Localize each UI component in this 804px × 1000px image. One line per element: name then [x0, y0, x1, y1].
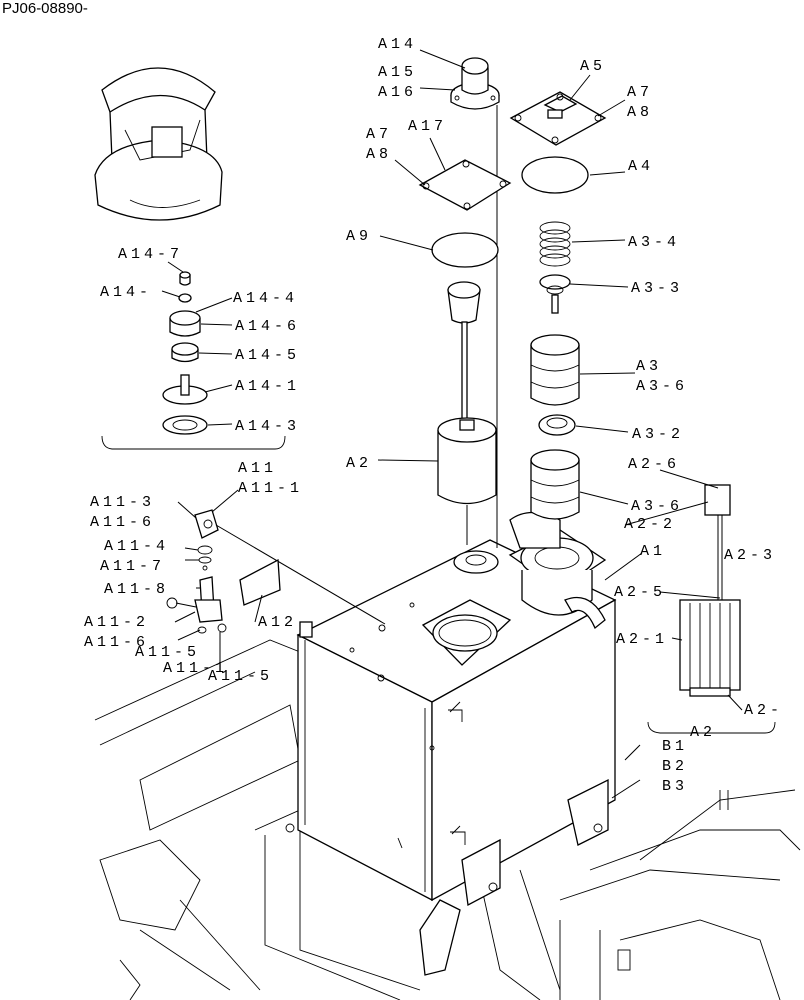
leader-lines [161, 49, 743, 799]
label-a2-bottom: A2- [744, 702, 783, 719]
hydraulic-tank [285, 511, 617, 976]
strainer [437, 281, 497, 545]
cover-plate-right [509, 91, 607, 146]
cover-plate-left [418, 159, 512, 211]
label-a11-5b: A11-5 [208, 668, 273, 685]
label-a1: A1 [640, 543, 666, 560]
label-a7-left: A7 [366, 126, 392, 143]
label-a11-7: A11-7 [100, 558, 165, 575]
label-a2: A2 [346, 455, 372, 472]
label-a14-4: A14-4 [233, 290, 298, 307]
fittings-exploded [166, 509, 386, 634]
label-a16: A16 [378, 84, 417, 101]
label-a14: A14 [378, 36, 417, 53]
label-a11-6b: A11-6 [84, 634, 149, 651]
label-a14-7: A14-7 [118, 246, 183, 263]
o-ring-a9 [431, 232, 499, 268]
label-a2-group: A2 [690, 724, 716, 741]
valve [539, 274, 571, 314]
label-a8-left: A8 [366, 146, 392, 163]
spring [539, 221, 571, 267]
label-a12: A12 [258, 614, 297, 631]
label-a4: A4 [628, 158, 654, 175]
label-a2-2: A2-2 [624, 516, 676, 533]
label-a11-1: A11-1 [238, 480, 303, 497]
label-a11-6: A11-6 [90, 514, 155, 531]
label-a11-2: A11-2 [84, 614, 149, 631]
label-a14-1: A14-1 [235, 378, 300, 395]
label-b3: B3 [662, 778, 688, 795]
label-b2: B2 [662, 758, 688, 775]
label-a3-3: A3-3 [631, 280, 683, 297]
filter-element-lower [530, 449, 580, 520]
machine-frame [94, 639, 801, 1000]
label-a14-2: A14- [100, 284, 152, 301]
label-a14-5: A14-5 [235, 347, 300, 364]
label-a3: A3 [636, 358, 662, 375]
label-a17: A17 [408, 118, 447, 135]
label-a2-5: A2-5 [614, 584, 666, 601]
breather-cap [450, 57, 500, 110]
label-a11-8: A11-8 [104, 581, 169, 598]
label-a11-3: A11-3 [90, 494, 155, 511]
label-a11-1b: A11-1 [163, 660, 228, 677]
cab-illustration [94, 67, 223, 221]
label-a11: A11 [238, 460, 277, 477]
label-a11-5: A11-5 [135, 644, 200, 661]
label-a2-6: A2-6 [628, 456, 680, 473]
filter-element-upper [530, 334, 580, 406]
label-a3-2: A3-2 [632, 426, 684, 443]
label-a3-4: A3-4 [628, 234, 680, 251]
label-a3-6-upper: A3-6 [636, 378, 688, 395]
label-a7-top: A7 [627, 84, 653, 101]
document-code: PJ06-08890- [2, 0, 88, 17]
seal-ring [538, 414, 576, 436]
label-a2-3: A2-3 [724, 547, 776, 564]
label-a9: A9 [346, 228, 372, 245]
label-a14-6: A14-6 [235, 318, 300, 335]
return-filter-assembly [647, 484, 776, 734]
label-a3-6-lower: A3-6 [631, 498, 683, 515]
label-a5: A5 [580, 58, 606, 75]
callout-labels: A14 A15 A16 A5 A7 A8 A7 A17 A8 A4 A9 A3-… [84, 36, 783, 795]
label-a14-3: A14-3 [235, 418, 300, 435]
label-a15: A15 [378, 64, 417, 81]
breather-assembly-exploded [101, 271, 286, 450]
label-a8-top: A8 [627, 104, 653, 121]
label-a2-1: A2-1 [616, 631, 668, 648]
label-a11-4: A11-4 [104, 538, 169, 555]
label-b1: B1 [662, 738, 688, 755]
o-ring-a4 [521, 156, 589, 194]
